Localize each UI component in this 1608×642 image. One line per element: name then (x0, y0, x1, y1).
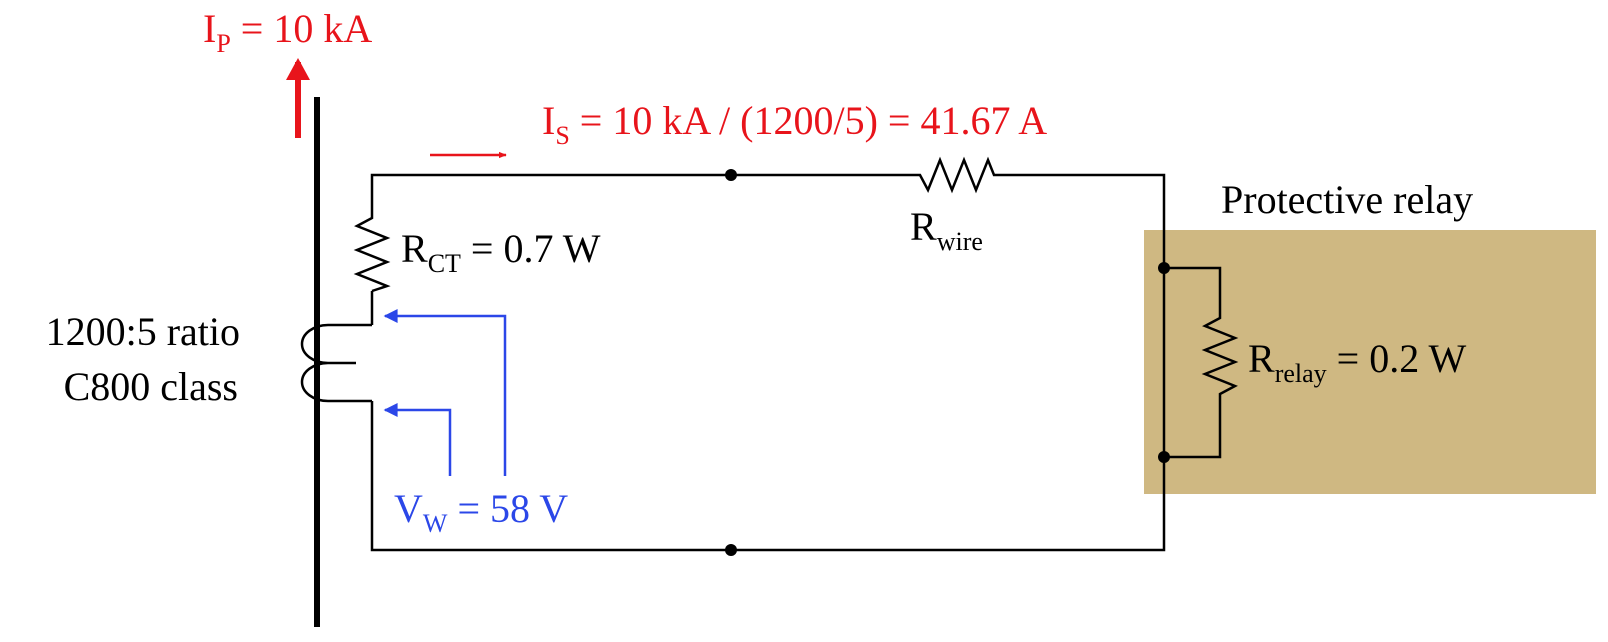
wire-resistor (912, 156, 1000, 194)
primary-current-label: IP = 10 kA (203, 6, 372, 58)
winding-voltage-label: VW = 58 V (394, 486, 568, 538)
ct-secondary-winding (300, 323, 372, 403)
wire-resistance-label: Rwire (910, 204, 983, 256)
relay-resistor (1201, 310, 1239, 400)
winding-voltage-arrow-outer (383, 309, 507, 476)
relay-title: Protective relay (1221, 177, 1473, 222)
ct-ratio-label: 1200:5 ratio (46, 309, 240, 354)
relay-resistance-label: Rrelay = 0.2 W (1248, 336, 1466, 388)
winding-voltage-arrow-inner (383, 403, 452, 476)
ct-class-label: C800 class (64, 364, 238, 409)
secondary-current-label: IS = 10 kA / (1200/5) = 41.67 A (542, 98, 1047, 150)
primary-current-arrowhead (286, 58, 310, 80)
ct-resistance-label: RCT = 0.7 W (401, 226, 601, 278)
junction-dots (725, 169, 1170, 556)
circuit-wires (353, 156, 1239, 552)
ct-resistor (353, 210, 391, 293)
